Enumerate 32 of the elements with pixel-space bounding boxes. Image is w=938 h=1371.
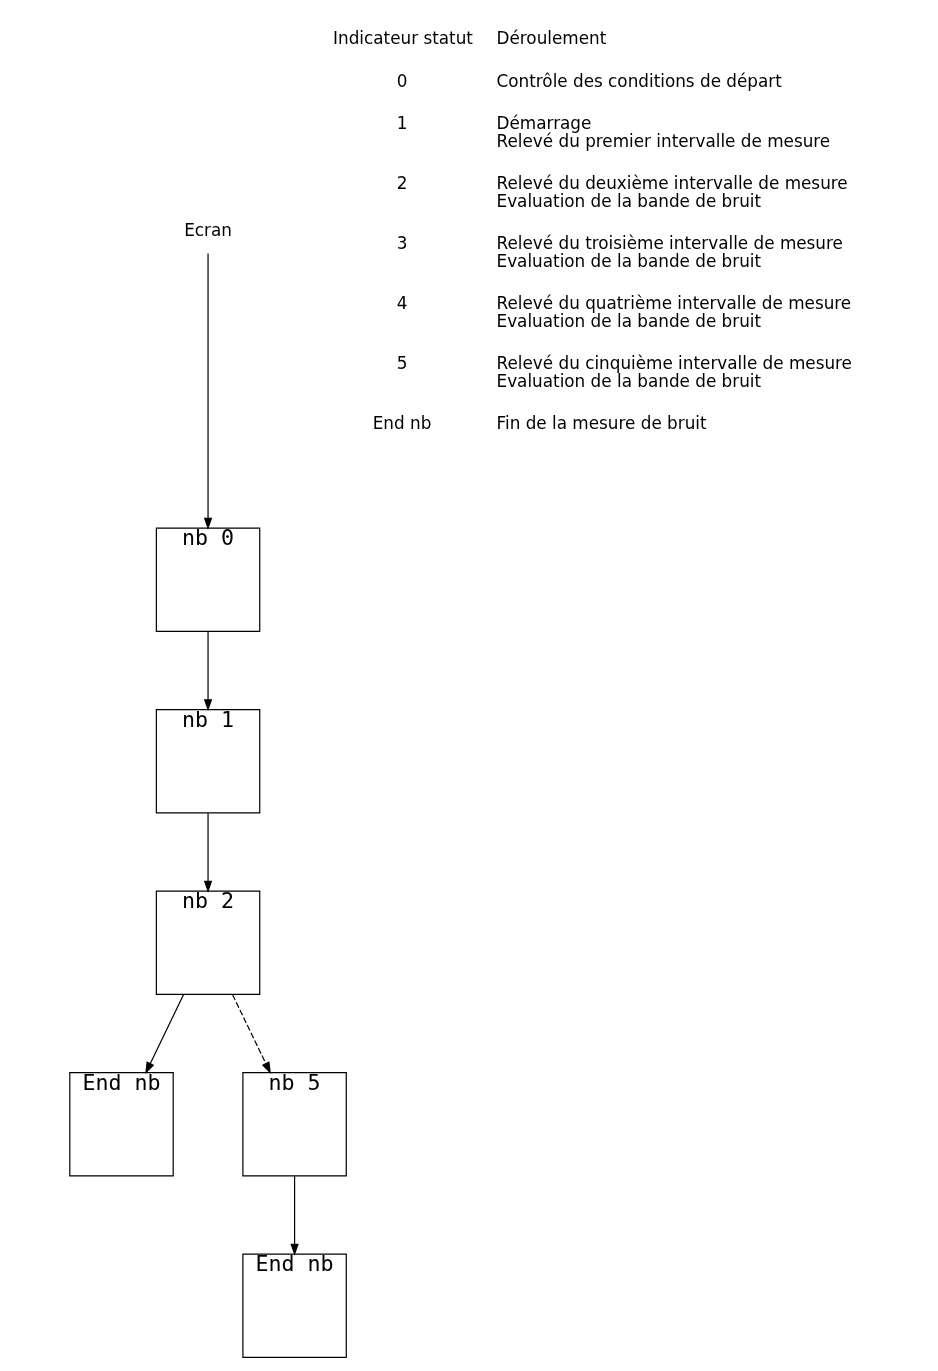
label: Relevé du quatrième intervalle de mesure: [496, 292, 851, 313]
label: Contrôle des conditions de départ: [496, 70, 782, 91]
arrow: [203, 252, 212, 530]
label: 0: [396, 70, 407, 91]
label: Déroulement: [496, 28, 606, 49]
label: Fin de la mesure de bruit: [496, 413, 707, 434]
label: Evaluation de la bande de bruit: [496, 371, 761, 392]
label: 1: [396, 112, 407, 133]
node-box: nb 2: [155, 890, 260, 996]
label: Indicateur statut: [332, 28, 473, 49]
arrow: [144, 994, 184, 1075]
label: 2: [396, 172, 407, 193]
label: Evaluation de la bande de bruit: [496, 250, 761, 271]
label: Relevé du troisième intervalle de mesure: [496, 232, 843, 253]
label: End nb: [372, 413, 431, 434]
label: Relevé du deuxième intervalle de mesure: [496, 172, 848, 193]
node-box: nb 1: [155, 708, 260, 814]
node-box: nb 5: [241, 1071, 347, 1177]
node-text: Ecran: [183, 220, 232, 241]
arrow: [203, 631, 212, 712]
label: 5: [396, 352, 407, 373]
arrow: [231, 994, 271, 1075]
label: Relevé du cinquième intervalle de mesure: [496, 352, 852, 373]
label: 4: [396, 292, 407, 313]
node-box: End nb: [241, 1253, 347, 1359]
node-box: End nb: [68, 1071, 174, 1177]
arrow: [203, 812, 212, 893]
label: Evaluation de la bande de bruit: [496, 190, 761, 211]
arrow: [289, 1175, 299, 1256]
label: Démarrage: [496, 112, 591, 133]
node-box: nb 0: [155, 527, 260, 632]
label: 3: [396, 232, 407, 253]
